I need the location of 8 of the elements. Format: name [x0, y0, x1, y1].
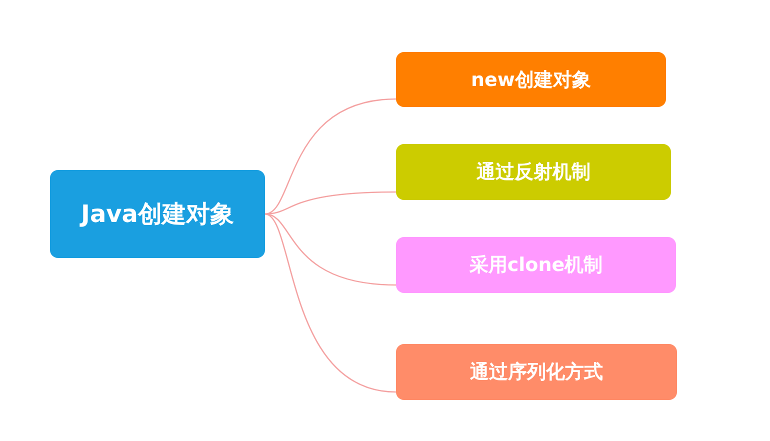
topic-box: new创建对象	[396, 52, 666, 107]
connector-line	[264, 213, 396, 393]
topic-box: 通过反射机制	[396, 144, 671, 200]
topic-box: 通过序列化方式	[396, 344, 677, 400]
topic-box: Java创建对象	[50, 170, 265, 258]
connector-line	[264, 213, 396, 286]
topic-box: 采用clone机制	[396, 237, 676, 293]
connector-line	[264, 98, 396, 215]
